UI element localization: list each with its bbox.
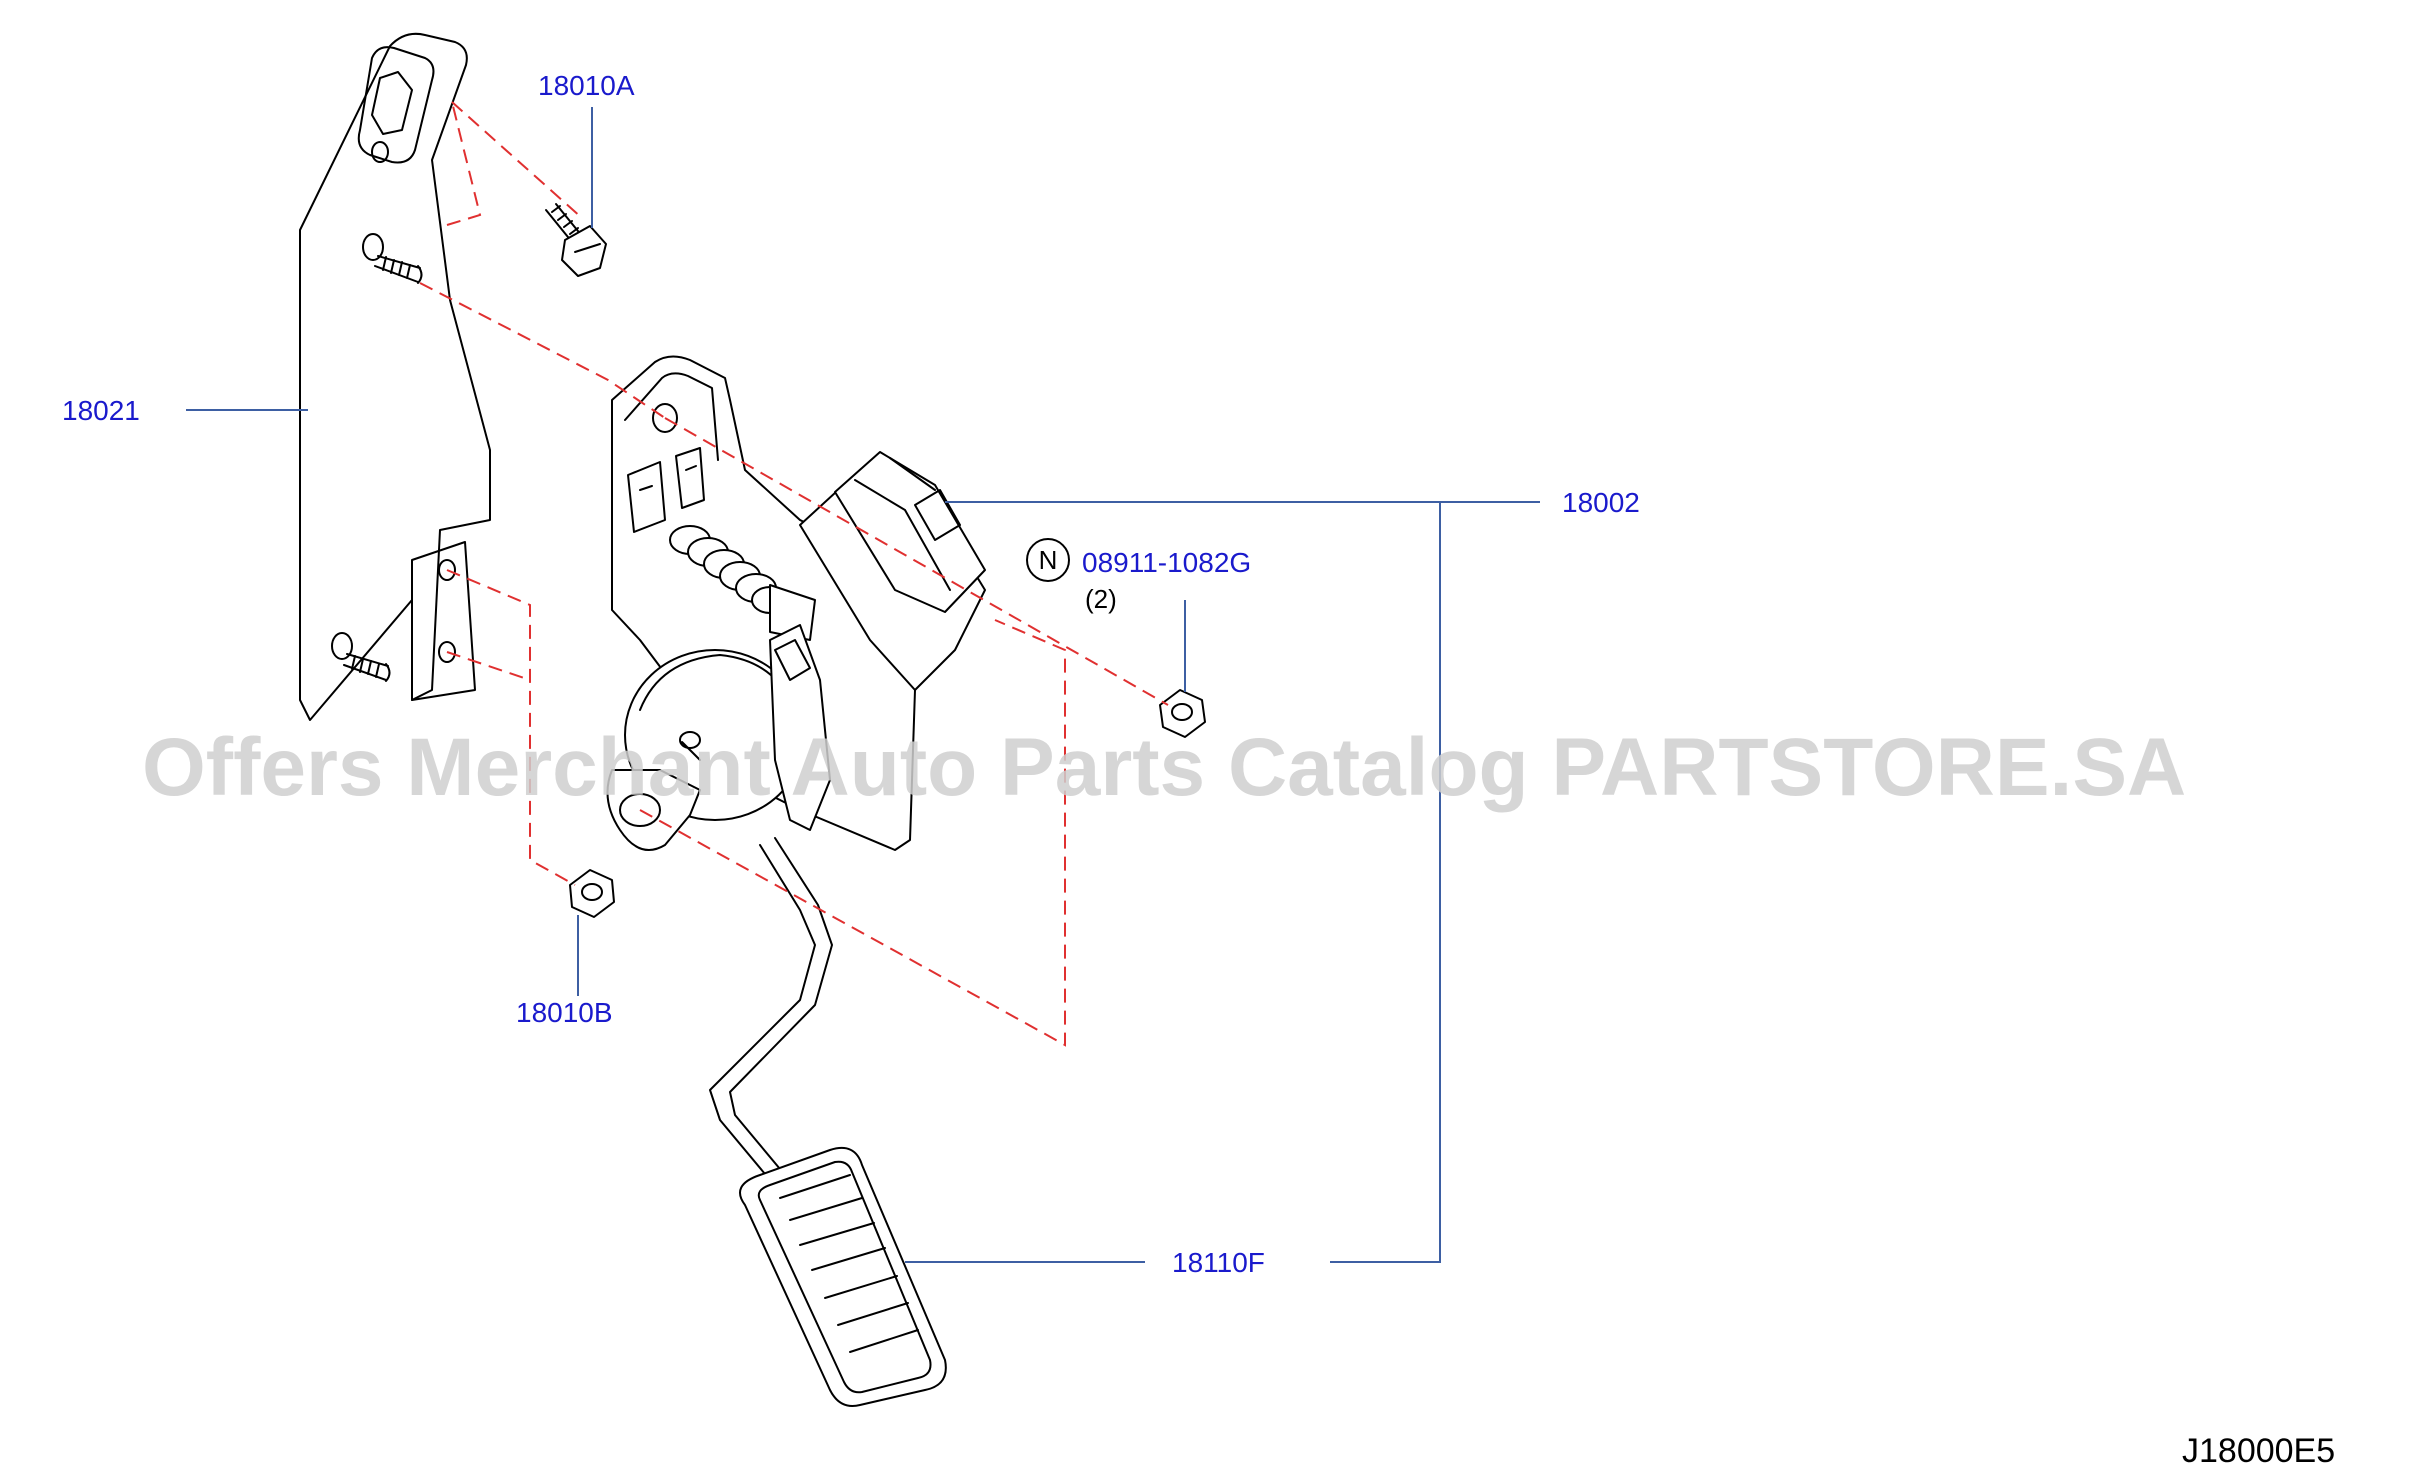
quantity-label: (2): [1085, 584, 1117, 614]
nut-part-18010B[interactable]: [569, 869, 615, 918]
pedal-arm-part-18110F[interactable]: [709, 837, 947, 1407]
diagram-code: J18000E5: [2182, 1432, 2335, 1470]
n-symbol-label: N: [1039, 545, 1058, 575]
bracket-part-18021[interactable]: [299, 32, 491, 721]
callout-18010A[interactable]: 18010A: [538, 70, 635, 101]
n-symbol-circle: [1026, 538, 1070, 582]
callout-18002[interactable]: 18002: [1562, 487, 1640, 518]
bolt-part-18010A[interactable]: [545, 203, 607, 277]
nut-part-08911-1082G[interactable]: [1159, 689, 1206, 738]
assembly-guide-lines: [419, 101, 1169, 1047]
callout-leader-lines: [186, 107, 1540, 1263]
callout-18021[interactable]: 18021: [62, 395, 140, 426]
watermark-text: Offers Merchant Auto Parts Catalog PARTS…: [142, 722, 2186, 813]
callout-08911-1082G[interactable]: 08911-1082G: [1082, 547, 1251, 578]
callout-18110F[interactable]: 18110F: [1172, 1247, 1265, 1278]
callout-08911-1082G-group[interactable]: N 08911-1082G (2): [1026, 538, 1251, 614]
callout-18010B[interactable]: 18010B: [516, 997, 613, 1028]
accelerator-pedal-assembly-18002[interactable]: [606, 355, 986, 851]
